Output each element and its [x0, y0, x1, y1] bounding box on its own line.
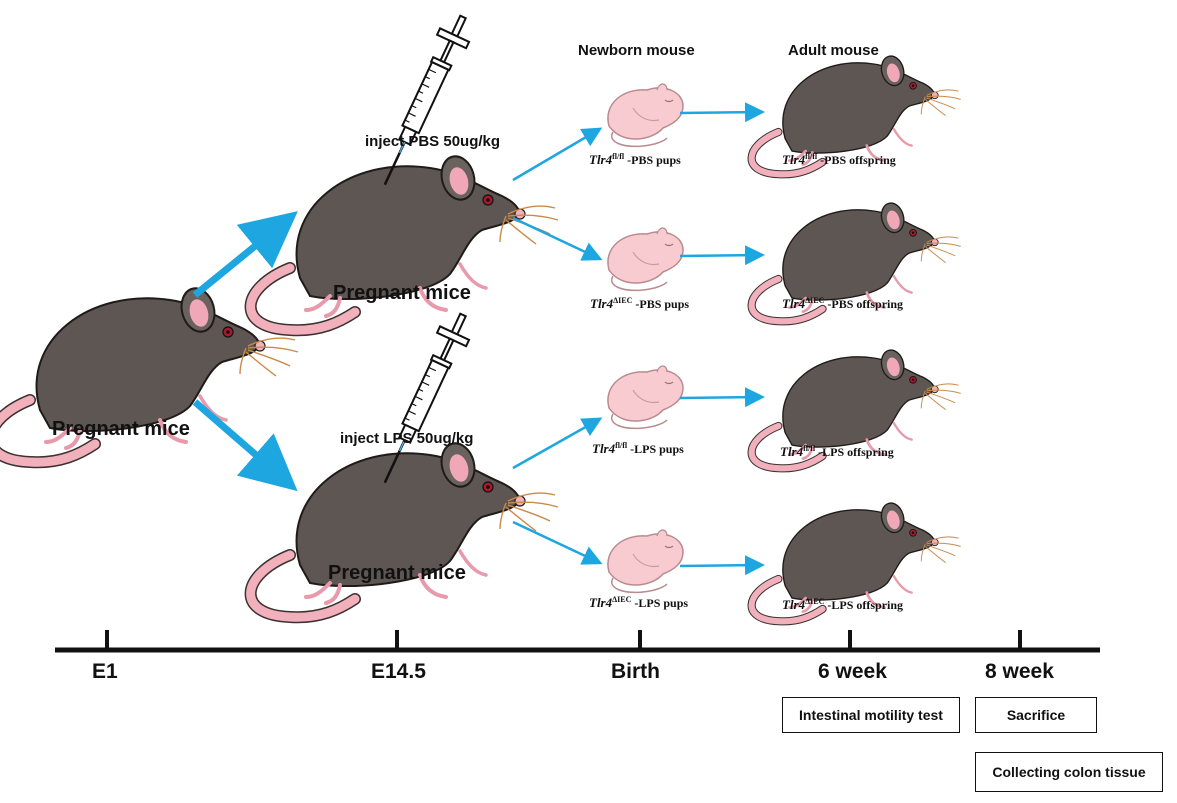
pup-1 [607, 83, 684, 148]
offspring-label-1: Tlr4fl/fl -PBS offspring [782, 152, 896, 168]
header-adult: Adult mouse [788, 42, 879, 59]
pup-group-text: -PBS pups [627, 153, 681, 167]
genotype-sup: fl/fl [803, 444, 816, 453]
gene-name: Tlr4 [782, 296, 806, 311]
mother-label-pbs: Pregnant mice [333, 282, 471, 304]
gene-name: Tlr4 [589, 595, 613, 610]
arrow-lps-to-pup3 [512, 417, 603, 470]
genotype-sup: fl/fl [615, 441, 628, 450]
pup-group-text: -PBS pups [635, 297, 690, 311]
pup-4 [607, 529, 684, 594]
genotype-sup: ΔIEC [805, 296, 825, 305]
gene-name: Tlr4 [592, 441, 616, 456]
arrow-pup3-to-adult3 [679, 387, 765, 408]
mother-label-lps: Pregnant mice [328, 562, 466, 584]
arrow-to-pbs [192, 211, 298, 298]
pup-label-4: Tlr4ΔIEC -LPS pups [589, 595, 688, 611]
gene-name: Tlr4 [590, 296, 614, 311]
pregnant-mouse-lps [251, 440, 558, 618]
offspring-group-text: -LPS offspring [818, 445, 894, 459]
gene-name: Tlr4 [780, 444, 804, 459]
gene-name: Tlr4 [782, 152, 806, 167]
pup-label-2: Tlr4ΔIEC -PBS pups [590, 296, 689, 312]
pup-3 [607, 365, 684, 430]
pup-group-text: -LPS pups [630, 442, 684, 456]
genotype-sup: ΔIEC [805, 597, 825, 606]
arrow-pup4-to-adult4 [679, 555, 765, 576]
box-sacrifice: Sacrifice [975, 697, 1097, 733]
pup-2 [607, 227, 684, 292]
tick-label-birth: Birth [611, 660, 660, 683]
injection-label-lps: inject LPS 50ug/kg [340, 430, 474, 447]
offspring-label-2: Tlr4ΔIEC -PBS offspring [782, 296, 903, 312]
offspring-group-text: -PBS offspring [820, 153, 896, 167]
tick-label-e14-5: E14.5 [371, 660, 426, 683]
box-intestinal-motility: Intestinal motility test [782, 697, 960, 733]
genotype-sup: ΔIEC [612, 595, 632, 604]
genotype-sup: ΔIEC [613, 296, 633, 305]
pup-label-3: Tlr4fl/fl -LPS pups [592, 441, 684, 457]
mother-label-e1: Pregnant mice [52, 418, 190, 440]
offspring-group-text: -LPS offspring [827, 598, 904, 612]
gene-name: Tlr4 [589, 152, 613, 167]
header-newborn: Newborn mouse [578, 42, 695, 59]
pup-label-1: Tlr4fl/fl -PBS pups [589, 152, 681, 168]
tick-label-8-week: 8 week [985, 660, 1054, 683]
offspring-label-3: Tlr4fl/fl -LPS offspring [780, 444, 894, 460]
arrow-pbs-to-pup2 [512, 216, 603, 261]
tick-label-6-week: 6 week [818, 660, 887, 683]
genotype-sup: fl/fl [805, 152, 818, 161]
arrow-to-lps [192, 399, 298, 492]
tick-label-e1: E1 [92, 660, 118, 683]
injection-label-pbs: inject PBS 50ug/kg [365, 133, 501, 150]
genotype-sup: fl/fl [612, 152, 625, 161]
arrow-pup1-to-adult1 [679, 102, 765, 123]
arrow-pbs-to-pup1 [512, 127, 603, 182]
arrow-pup2-to-adult2 [679, 245, 765, 266]
offspring-group-text: -PBS offspring [827, 297, 904, 311]
arrow-lps-to-pup4 [512, 520, 603, 565]
box-collecting-colon: Collecting colon tissue [975, 752, 1163, 792]
offspring-label-4: Tlr4ΔIEC -LPS offspring [782, 597, 903, 613]
pup-group-text: -LPS pups [634, 596, 689, 610]
gene-name: Tlr4 [782, 597, 806, 612]
